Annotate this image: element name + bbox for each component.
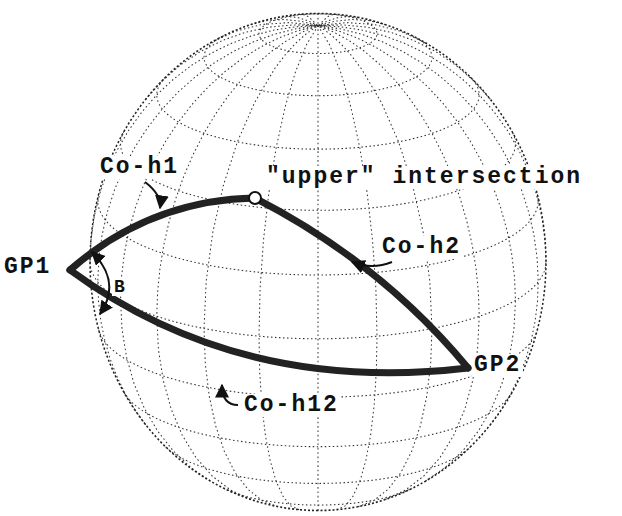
co-h12-arc [70,270,468,373]
angle-b-arc [92,252,109,314]
point-label: "upper" intersection [264,166,584,189]
graticule [90,13,546,510]
co-h12-leader [222,385,238,405]
leader-lines [92,182,392,405]
co-h2-arc [255,198,468,368]
graticule-lines [90,13,546,510]
arc-label: Co-h2 [380,236,463,259]
angle-label: B [112,278,129,296]
sphere-outline [90,13,546,510]
point-label: GP1 [2,256,53,279]
co-h1-leader [145,182,160,208]
arc-label: Co-h1 [98,156,181,179]
arc-label: Co-h12 [242,394,341,417]
co-h2-leader [352,262,392,266]
point-label: GP2 [472,354,523,377]
spherical-triangle [70,198,468,373]
intersection-point [249,192,261,204]
